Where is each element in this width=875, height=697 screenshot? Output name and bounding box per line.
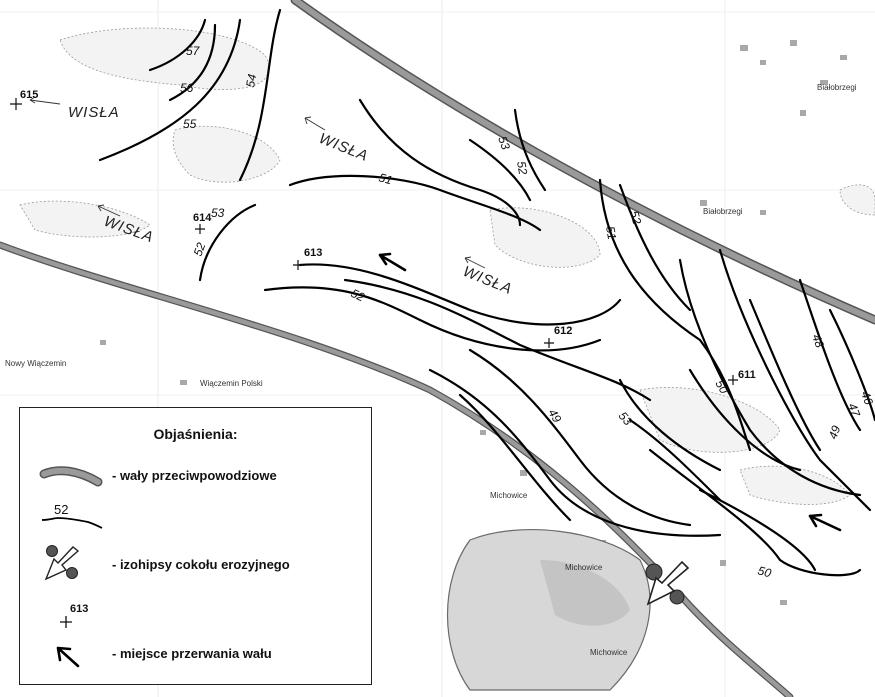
legend-point-value: 613 [70,603,88,615]
legend: Objaśnienia: - wały przeciwpowodziowe 52… [19,407,372,685]
isohypse-label-53-a: 53 [211,206,225,220]
legend-isohypse-value: 52 [54,502,68,517]
isohypse-label-52-c: 52 [514,160,530,176]
dike-symbol [39,466,103,487]
breach-arrows [378,252,842,532]
isohypse-label-49-a: 49 [545,407,564,426]
village-label-nowy-wiaczemin: Nowy Wiączemin [5,359,66,368]
legend-item-isohypse: 52 [20,498,371,538]
isohypse-label-51-a: 51 [377,170,394,187]
breach-arrow-south [808,513,842,532]
point-label-611: 611 [738,369,756,381]
legend-item-breach: - izohipsy cokołu erozyjnego [20,545,371,585]
village-label-michowice-1: Michowice [490,491,528,500]
river-flow-markers [29,96,486,269]
isohypses [98,8,875,577]
isohypse-label-47: 47 [845,401,863,420]
isohypse-label-51-b: 51 [603,225,619,241]
isohypse-label-54: 54 [243,73,259,89]
isohypse-label-50-b: 50 [756,563,773,580]
legend-label-dikes: - wały przeciwpowodziowe [112,468,277,483]
village-label-bialobrzegi-2: Białobrzegi [703,207,743,216]
point-label-615: 615 [20,89,38,101]
point-symbol: 613 [60,603,88,628]
breach-symbol [44,545,80,581]
isohypse-label-56: 56 [180,81,194,95]
legend-item-dikes: - wały przeciwpowodziowe [20,456,371,496]
legend-title: Objaśnienia: [153,426,238,442]
legend-label-flow-arrow: - miejsce przerwania wału [112,646,272,661]
village-label-michowice-3: Michowice [590,648,628,657]
isohypse-label-46: 46 [858,389,875,407]
point-label-612: 612 [554,325,572,337]
isohypse-label-55: 55 [183,117,197,131]
legend-label-breach: - izohipsy cokołu erozyjnego [112,557,290,572]
legend-item-flow-arrow: - miejsce przerwania wału [20,634,371,674]
village-label-michowice-2: Michowice [565,563,603,572]
legend-item-point: 613 [20,594,371,634]
isohypse-label-52-a: 52 [191,240,209,258]
point-crosses [10,98,738,385]
village-label-bialobrzegi-1: Białobrzegi [817,83,857,92]
isohypse-label-49-b: 49 [826,423,844,441]
isohypse-symbol: 52 [41,502,103,529]
river-label-wisla-1: WISŁA [68,104,120,121]
isohypse-label-50-a: 50 [712,378,731,397]
breach-location-marker [645,560,690,606]
point-label-613: 613 [304,247,322,259]
isohypse-label-53-b: 53 [495,134,513,152]
isohypse-label-52-d: 52 [627,209,644,226]
breach-arrow-north [378,252,407,272]
isohypse-label-57: 57 [186,44,201,58]
flow-arrow-symbol [56,646,80,668]
isohypse-label-48: 48 [809,332,827,350]
isohypse-label-52-b: 52 [349,286,367,304]
village-texture [100,40,847,605]
village-label-wiaczemin-polski: Wiączemin Polski [200,379,263,388]
breach-deposit-area [446,528,651,691]
point-label-614: 614 [193,212,212,224]
